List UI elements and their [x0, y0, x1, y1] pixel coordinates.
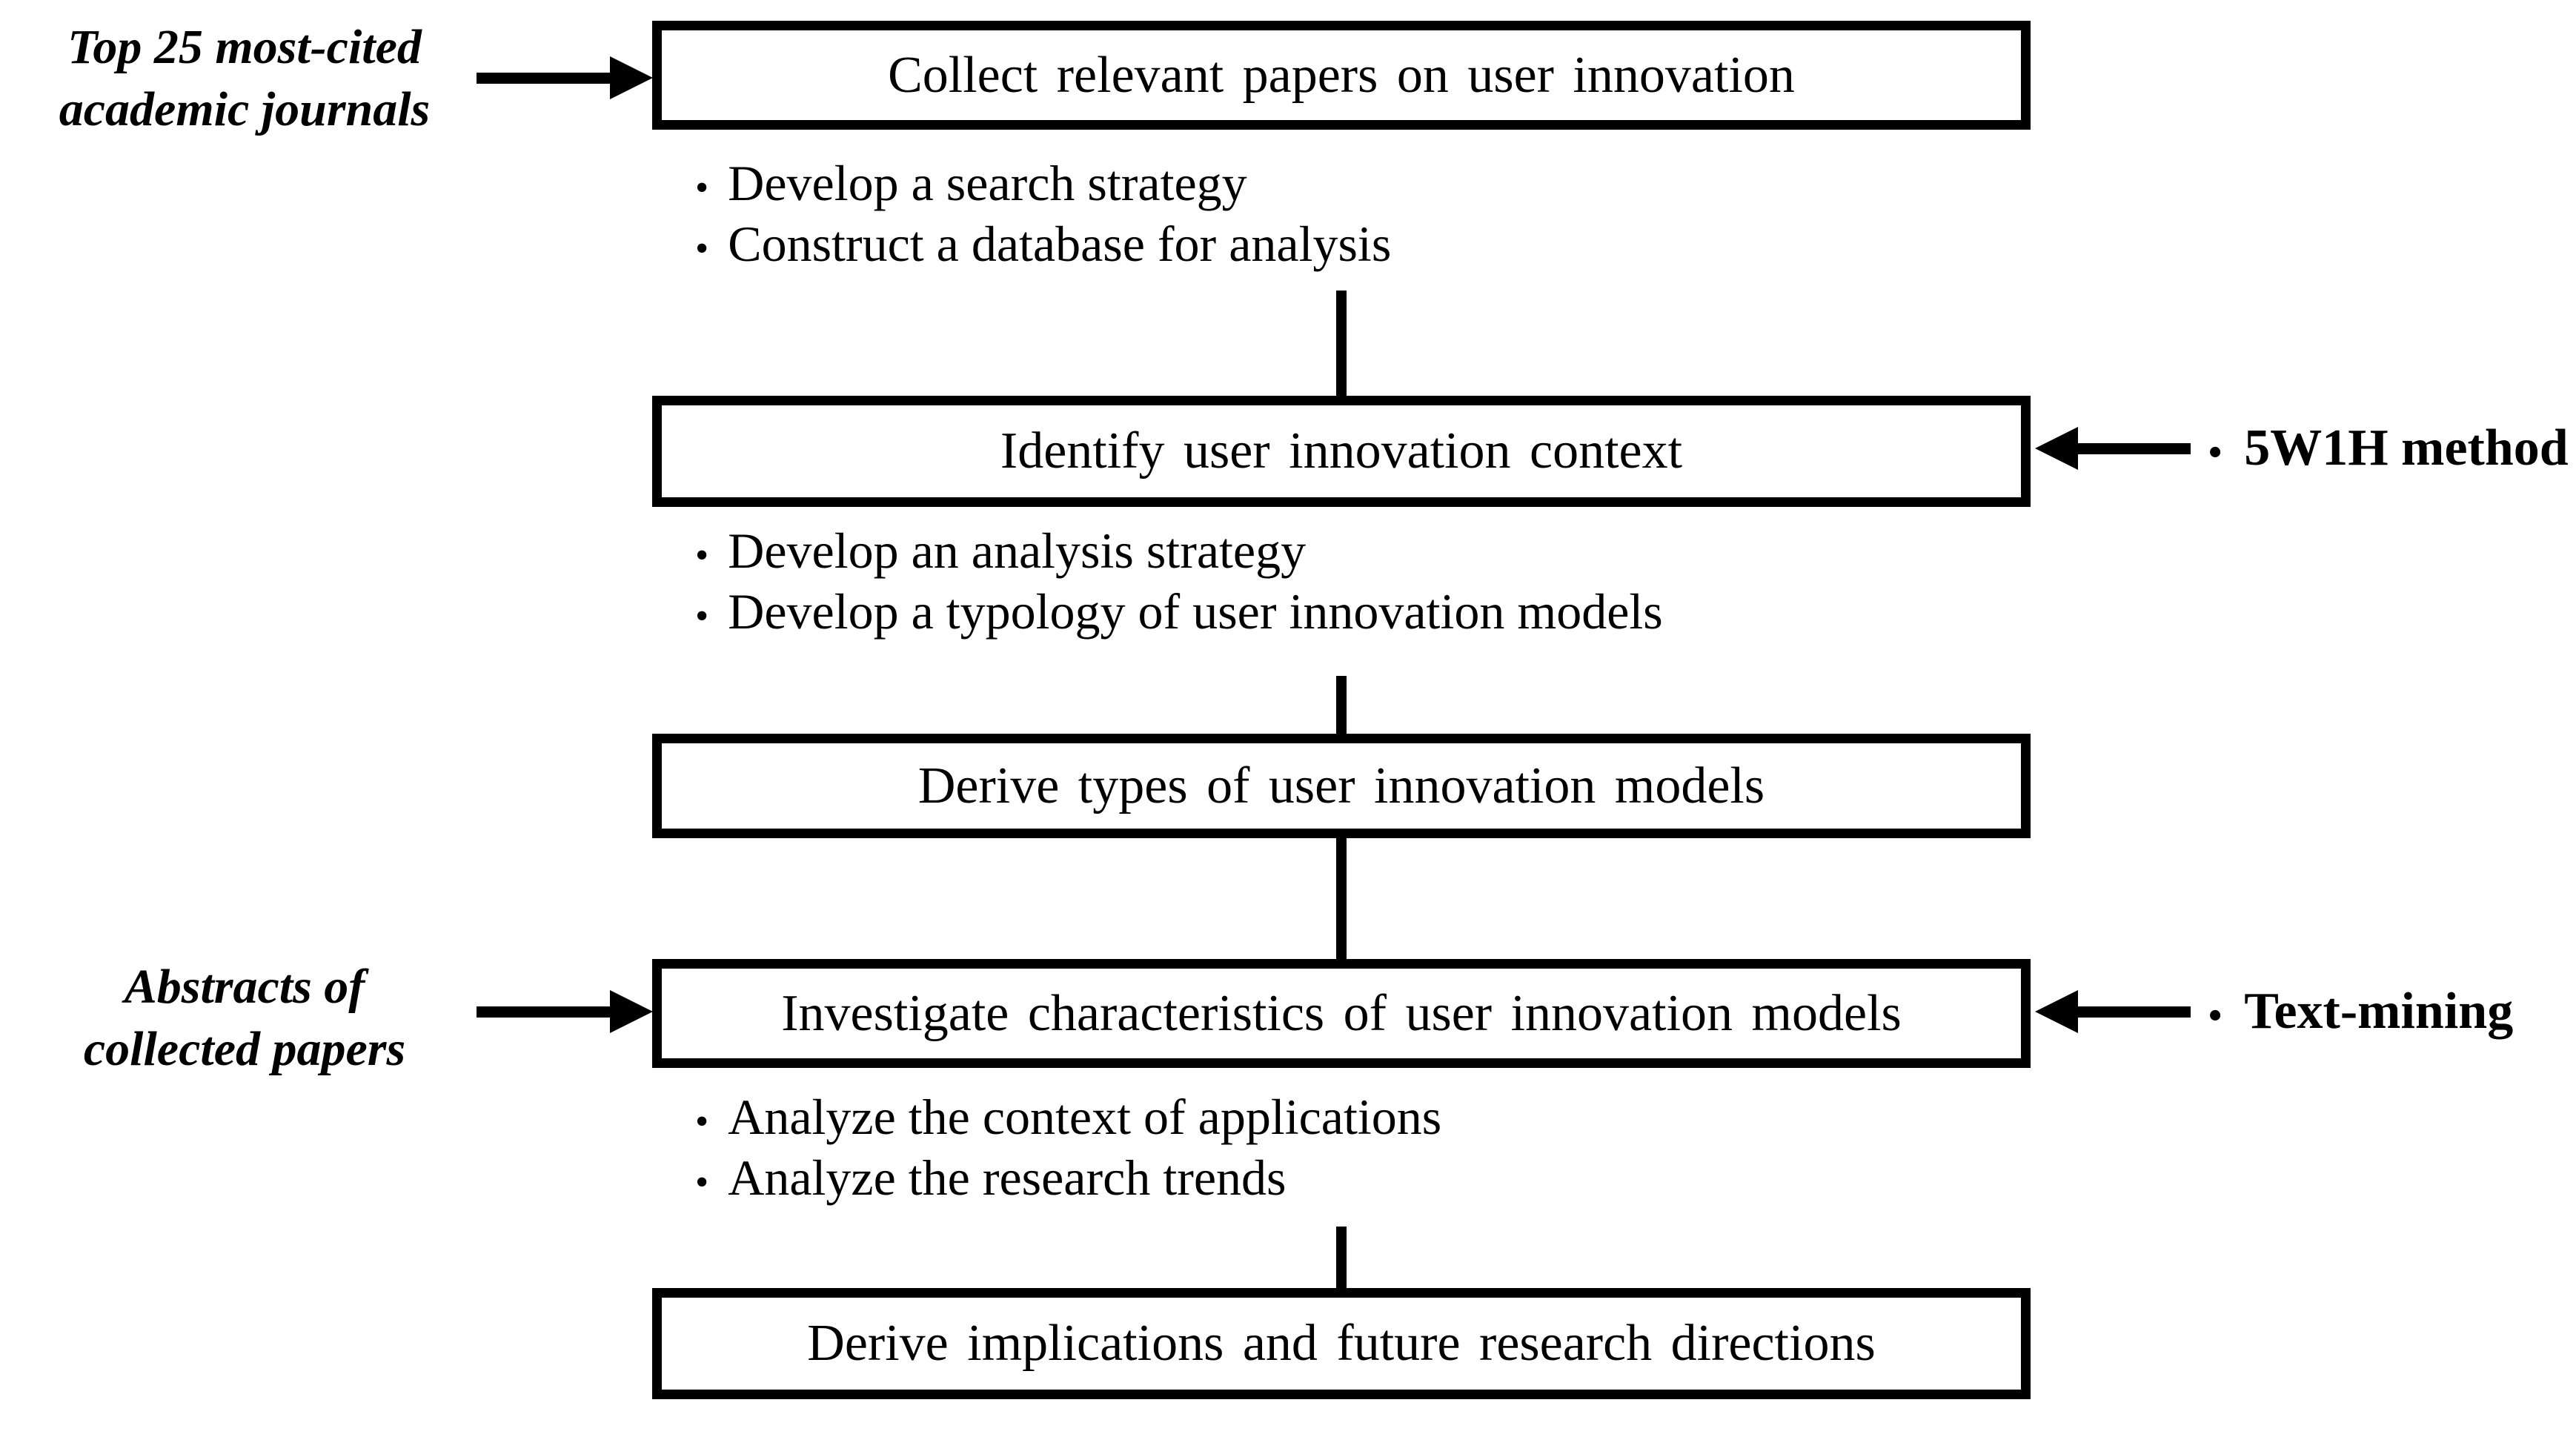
step-box-derive-types: Derive types of user innovation models — [652, 734, 2031, 838]
arrow-right-icon — [610, 990, 653, 1033]
substep-item: • Develop an analysis strategy — [695, 520, 1663, 581]
step-title: Identify user innovation context — [1000, 422, 1683, 479]
substep-text: Develop a search strategy — [728, 155, 1247, 211]
substep-list-step1: • Develop a search strategy • Construct … — [695, 153, 1391, 274]
substep-item: • Develop a search strategy — [695, 153, 1391, 213]
input-label-journals: Top 25 most-cited academic journals — [0, 16, 489, 141]
bullet-icon: • — [2208, 995, 2223, 1037]
input-label-line: Abstracts of — [124, 960, 365, 1014]
method-label-5w1h: • 5W1H method — [2208, 416, 2569, 481]
arrow-left-icon — [2035, 427, 2078, 470]
substep-list-step4: • Analyze the context of applications • … — [695, 1086, 1441, 1208]
method-label-text: 5W1H method — [2244, 419, 2569, 477]
connector-line — [1336, 1227, 1347, 1288]
connector-line — [1336, 291, 1347, 396]
method-label-textmining: • Text-mining — [2208, 979, 2513, 1044]
step-box-derive-implications: Derive implications and future research … — [652, 1288, 2031, 1399]
substep-item: • Construct a database for analysis — [695, 213, 1391, 274]
bullet-icon: • — [695, 167, 709, 209]
substep-text: Develop a typology of user innovation mo… — [728, 583, 1663, 640]
substep-text: Construct a database for analysis — [728, 216, 1392, 272]
step-box-collect-papers: Collect relevant papers on user innovati… — [652, 21, 2031, 130]
substep-text: Develop an analysis strategy — [728, 522, 1307, 579]
step-title: Derive implications and future research … — [807, 1315, 1876, 1372]
input-label-line: Top 25 most-cited — [67, 20, 422, 74]
connector-line — [1336, 676, 1347, 734]
step-title: Derive types of user innovation models — [917, 757, 1765, 814]
bullet-icon: • — [695, 534, 709, 577]
bullet-icon: • — [695, 595, 709, 637]
bullet-icon: • — [695, 1161, 709, 1204]
bullet-icon: • — [2208, 431, 2223, 474]
substep-list-step2: • Develop an analysis strategy • Develop… — [695, 520, 1663, 642]
substep-text: Analyze the context of applications — [728, 1089, 1442, 1145]
input-label-line: academic journals — [59, 82, 431, 136]
substep-text: Analyze the research trends — [728, 1149, 1287, 1206]
input-label-line: collected papers — [83, 1022, 406, 1076]
input-label-abstracts: Abstracts of collected papers — [0, 956, 489, 1081]
step-title: Collect relevant papers on user innovati… — [888, 46, 1795, 104]
arrow-left-icon — [2035, 990, 2078, 1033]
step-title: Investigate characteristics of user inno… — [781, 984, 1902, 1042]
connector-line — [1336, 838, 1347, 959]
step-box-investigate-characteristics: Investigate characteristics of user inno… — [652, 959, 2031, 1068]
bullet-icon: • — [695, 1101, 709, 1143]
arrow-shaft — [477, 1006, 611, 1018]
step-box-identify-context: Identify user innovation context — [652, 396, 2031, 507]
substep-item: • Analyze the context of applications — [695, 1086, 1441, 1147]
bullet-icon: • — [695, 228, 709, 270]
arrow-right-icon — [610, 56, 653, 99]
arrow-shaft — [2077, 1006, 2191, 1018]
method-label-text: Text-mining — [2244, 983, 2514, 1040]
substep-item: • Analyze the research trends — [695, 1147, 1441, 1208]
arrow-shaft — [477, 73, 611, 84]
substep-item: • Develop a typology of user innovation … — [695, 581, 1663, 642]
arrow-shaft — [2077, 443, 2191, 454]
